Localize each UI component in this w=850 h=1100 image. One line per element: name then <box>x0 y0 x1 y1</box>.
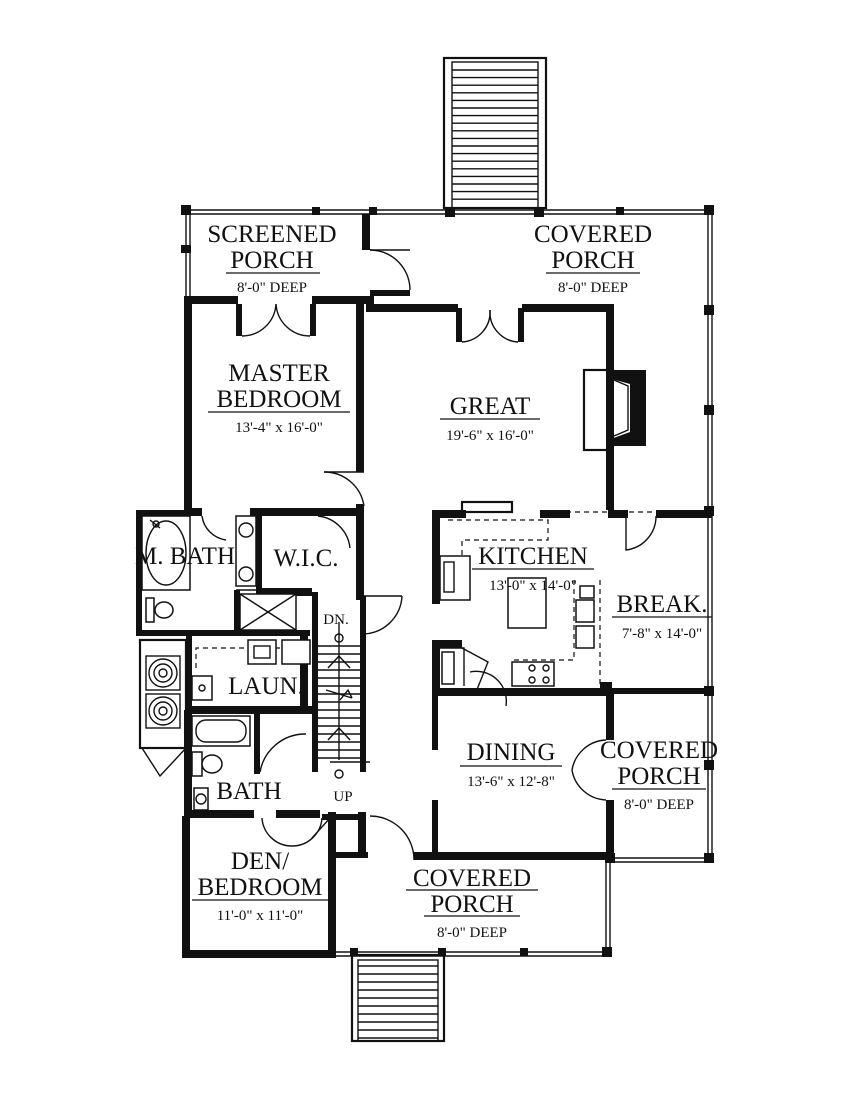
walls <box>136 214 712 958</box>
fireplace <box>582 368 646 452</box>
ac-units <box>138 638 188 750</box>
covered-porch-top-size: 8'-0" DEEP <box>558 280 628 296</box>
interior-stairs <box>318 622 370 779</box>
screened-porch-name-2: PORCH <box>230 247 313 274</box>
covered-porch-front-name-1: COVERED <box>413 865 531 892</box>
laundry-fixtures <box>191 639 311 701</box>
covered-porch-top-name-2: PORCH <box>551 247 634 274</box>
covered-porch-right-size: 8'-0" DEEP <box>624 797 694 813</box>
kitchen-fixtures <box>439 500 656 688</box>
den-bedroom-size: 11'-0" x 11'-0" <box>217 908 304 924</box>
laundry-name: LAUN. <box>228 673 304 700</box>
stairs-down-label: DN. <box>323 612 348 628</box>
master-bedroom-name-1: MASTER <box>228 360 330 387</box>
breakfast-size: 7'-8" x 14'-0" <box>622 626 702 642</box>
kitchen-size: 13'-0" x 14'-0" <box>489 578 577 594</box>
breakfast-name: BREAK. <box>617 591 708 618</box>
covered-porch-front-size: 8'-0" DEEP <box>437 925 507 941</box>
dining-size: 13'-6" x 12'-8" <box>467 774 555 790</box>
dining-name: DINING <box>467 739 556 766</box>
covered-porch-front-name-2: PORCH <box>430 891 513 918</box>
screened-porch-size: 8'-0" DEEP <box>237 280 307 296</box>
kitchen-name: KITCHEN <box>478 543 588 570</box>
room-labels: SCREENED PORCH 8'-0" DEEP COVERED PORCH … <box>135 221 718 941</box>
doors <box>141 249 657 861</box>
covered-porch-right-name-2: PORCH <box>617 763 700 790</box>
den-bedroom-name-1: DEN/ <box>231 848 289 875</box>
master-bedroom-name-2: BEDROOM <box>216 386 341 413</box>
bath-fixtures <box>190 715 251 813</box>
rear-stairs <box>442 56 548 210</box>
bath-name: BATH <box>216 778 281 805</box>
wic-name: W.I.C. <box>273 545 338 572</box>
master-bath-fixtures <box>141 515 298 631</box>
master-bath-name: M. BATH <box>135 543 235 570</box>
great-room-size: 19'-6" x 16'-0" <box>446 428 534 444</box>
covered-porch-right-name-1: COVERED <box>600 737 718 764</box>
label-underlines <box>192 272 712 917</box>
covered-porch-top-name-1: COVERED <box>534 221 652 248</box>
master-bedroom-size: 13'-4" x 16'-0" <box>235 420 323 436</box>
screened-porch-name-1: SCREENED <box>207 221 336 248</box>
stairs-up-label: UP <box>333 789 352 805</box>
front-stairs <box>350 953 446 1043</box>
great-room-name: GREAT <box>450 393 531 420</box>
den-bedroom-name-2: BEDROOM <box>197 874 322 901</box>
